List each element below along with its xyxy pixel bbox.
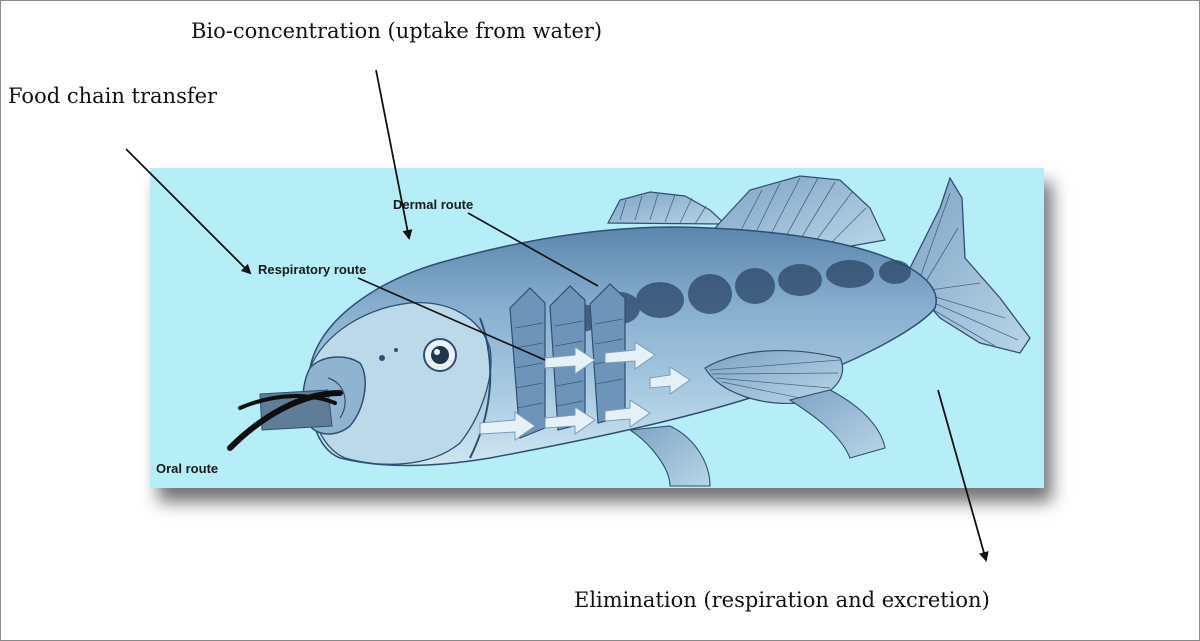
dorsal-fin-front [608, 192, 725, 224]
fish-illustration [150, 168, 1044, 488]
tail-fin [905, 178, 1030, 353]
elimination-label: Elimination (respiration and excretion) [574, 588, 990, 612]
fish-illustration-panel: Dermal route Respiratory route Oral rout… [150, 168, 1044, 488]
oral-route-label: Oral route [156, 461, 218, 476]
dermal-route-label: Dermal route [393, 197, 473, 212]
bio-concentration-label: Bio-concentration (uptake from water) [191, 19, 602, 43]
pelvic-fin [630, 426, 710, 486]
anal-fin [790, 390, 885, 458]
respiratory-route-label: Respiratory route [258, 262, 366, 277]
food-chain-transfer-label: Food chain transfer [8, 84, 217, 108]
